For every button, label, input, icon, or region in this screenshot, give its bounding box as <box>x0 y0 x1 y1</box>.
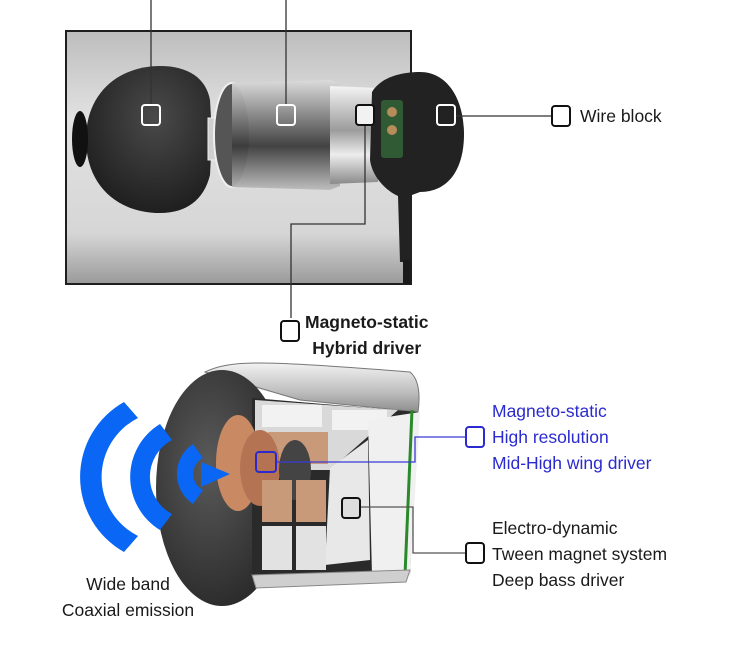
hybrid-driver-label: Magneto-static Hybrid driver <box>305 309 428 361</box>
wave-arc-middle <box>130 424 172 530</box>
base-tray <box>251 569 411 589</box>
ear-tip <box>86 66 212 213</box>
earphone-exploded-photo <box>65 30 464 285</box>
pcb-edge <box>403 409 414 576</box>
plate-segment <box>262 405 322 427</box>
hybrid-driver-line1: Magneto-static <box>305 312 429 332</box>
callout-square-icon[interactable] <box>141 104 161 126</box>
driver-shell <box>203 362 420 413</box>
wave-arc-inner <box>176 444 203 504</box>
bass-driver-label: Electro-dynamic Tween magnet system Deep… <box>492 515 667 593</box>
hybrid-driver-illustration <box>156 362 420 606</box>
bass-driver-callout-line <box>361 506 466 554</box>
callout-square-icon[interactable] <box>436 104 456 126</box>
ear-tip-opening <box>72 111 88 167</box>
cable <box>403 260 410 284</box>
hybrid-driver-marker-icon[interactable] <box>280 320 300 342</box>
contact-pin <box>387 125 397 135</box>
callout-square-icon[interactable] <box>355 104 375 126</box>
wing-driver-point-icon[interactable] <box>255 451 277 473</box>
wing-driver-label: Magneto-static High resolution Mid-High … <box>492 398 652 476</box>
wing-driver-marker-icon[interactable] <box>465 426 485 448</box>
bass-driver-marker-icon[interactable] <box>465 542 485 564</box>
bass-driver-line2: Tween magnet system <box>492 544 668 564</box>
emission-line1: Wide band <box>86 574 170 594</box>
copper-plate <box>296 480 326 522</box>
callout-square-icon[interactable] <box>276 104 296 126</box>
copper-plate <box>262 480 292 522</box>
plate-segment <box>296 526 326 570</box>
wire-block-marker-icon[interactable] <box>551 105 571 127</box>
emission-line2: Coaxial emission <box>61 600 195 620</box>
bass-driver-line1: Electro-dynamic <box>492 518 618 538</box>
wing-driver-line3: Mid-High wing driver <box>492 453 652 473</box>
wire-block-label: Wire block <box>580 106 662 126</box>
glass-housing <box>232 80 340 190</box>
wave-arc-outer <box>80 402 138 552</box>
emission-label: Wide band Coaxial emission <box>52 571 204 623</box>
contact-pin <box>387 107 397 117</box>
wing-driver-line2: High resolution <box>492 427 609 447</box>
wave-arrow <box>201 462 230 487</box>
sound-wave-icon <box>80 402 230 552</box>
bass-driver-point-icon[interactable] <box>341 497 361 519</box>
callout-markers-photo <box>141 104 456 126</box>
bass-driver-line3: Deep bass driver <box>492 570 625 590</box>
hybrid-driver-line2: Hybrid driver <box>312 338 422 358</box>
callout-lines-top <box>150 0 552 318</box>
plate-segment <box>262 526 292 570</box>
wing-driver-callout-line <box>277 436 466 463</box>
wing-driver-line1: Magneto-static <box>492 401 607 421</box>
